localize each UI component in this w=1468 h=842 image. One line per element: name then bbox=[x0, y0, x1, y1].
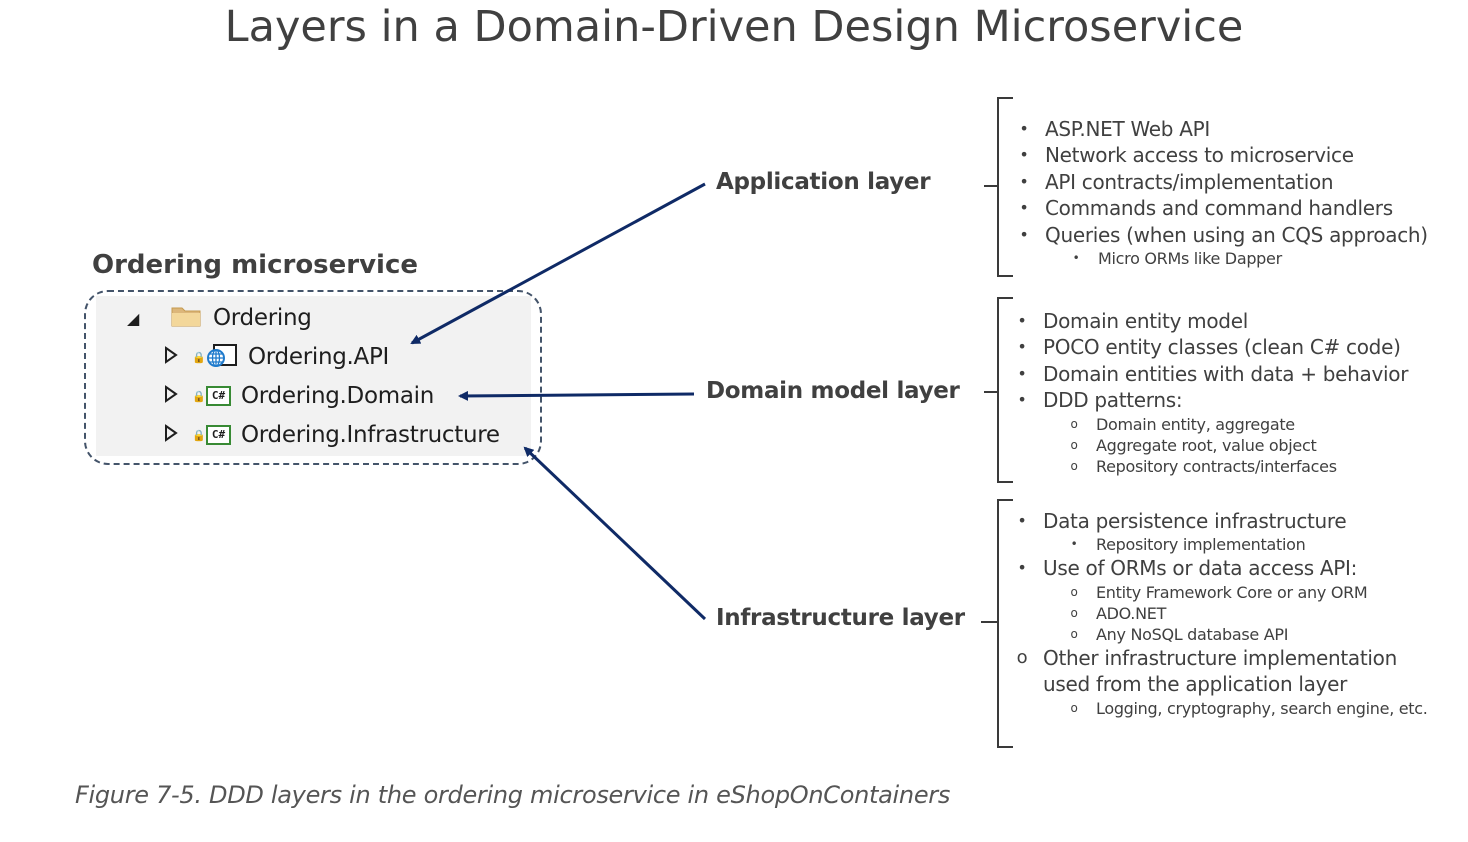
domain-layer-list: •Domain entity model •POCO entity classe… bbox=[1017, 308, 1409, 477]
list-item: •Use of ORMs or data access API: bbox=[1017, 556, 1358, 581]
domain-brace bbox=[984, 297, 1013, 483]
list-item: •API contracts/implementation bbox=[1019, 169, 1334, 194]
list-subitem: •Micro ORMs like Dapper bbox=[1072, 248, 1283, 268]
list-item: •Data persistence infrastructure bbox=[1017, 509, 1347, 533]
figure-caption: Figure 7-5. DDD layers in the ordering m… bbox=[75, 781, 951, 809]
list-item: •ASP.NET Web API bbox=[1019, 117, 1210, 141]
expand-triangle-icon[interactable] bbox=[164, 424, 182, 446]
list-item: •DDD patterns: bbox=[1017, 388, 1183, 413]
list-item: •Domain entity model bbox=[1017, 309, 1248, 333]
collapse-triangle-icon[interactable]: ◢ bbox=[127, 308, 140, 328]
csharp-project-icon: C# bbox=[206, 386, 231, 406]
csharp-project-icon: C# bbox=[206, 425, 231, 445]
infrastructure-layer-label: Infrastructure layer bbox=[716, 605, 965, 631]
tree-item-label: Ordering.Infrastructure bbox=[241, 422, 500, 448]
microservice-title: Ordering microservice bbox=[92, 250, 419, 280]
expand-triangle-icon[interactable] bbox=[164, 346, 182, 368]
list-item: •Commands and command handlers bbox=[1019, 196, 1393, 221]
tree-item-ordering-domain[interactable]: 🔒 C# Ordering.Domain bbox=[164, 378, 434, 414]
application-brace bbox=[984, 97, 1013, 277]
list-item: •Network access to microservice bbox=[1019, 143, 1354, 168]
tree-item-ordering-infrastructure[interactable]: 🔒 C# Ordering.Infrastructure bbox=[164, 417, 500, 453]
infrastructure-arrow bbox=[523, 446, 707, 621]
lock-icon: 🔒 bbox=[192, 428, 206, 442]
application-layer-list: •ASP.NET Web API •Network access to micr… bbox=[1019, 116, 1428, 269]
web-project-icon bbox=[206, 343, 238, 371]
tree-item-label: Ordering.Domain bbox=[241, 383, 434, 409]
tree-item-label: Ordering bbox=[213, 305, 312, 331]
application-layer-label: Application layer bbox=[716, 169, 931, 195]
list-item-continuation: used from the application layer bbox=[1043, 672, 1348, 697]
application-arrow bbox=[410, 182, 706, 345]
infrastructure-layer-list: •Data persistence infrastructure •Reposi… bbox=[1016, 508, 1428, 719]
infrastructure-brace bbox=[981, 499, 1013, 748]
list-subitem: •Repository implementation bbox=[1070, 535, 1306, 555]
expand-triangle-icon[interactable] bbox=[164, 385, 182, 407]
list-item: •Queries (when using an CQS approach) bbox=[1019, 222, 1428, 247]
tree-item-ordering-api[interactable]: 🔒 Ordering.API bbox=[164, 339, 389, 375]
list-item: •POCO entity classes (clean C# code) bbox=[1017, 335, 1401, 360]
tree-item-label: Ordering.API bbox=[248, 344, 390, 370]
domain-model-layer-label: Domain model layer bbox=[706, 378, 960, 404]
microservice-boundary bbox=[84, 290, 542, 465]
folder-icon bbox=[171, 305, 201, 331]
domain-arrow bbox=[458, 390, 695, 401]
list-item: •Domain entities with data + behavior bbox=[1017, 361, 1409, 386]
lock-icon: 🔒 bbox=[192, 389, 206, 403]
tree-item-ordering[interactable]: ◢ Ordering bbox=[127, 300, 312, 336]
lock-icon: 🔒 bbox=[192, 350, 206, 364]
diagram-title: Layers in a Domain-Driven Design Microse… bbox=[224, 2, 1244, 52]
solution-explorer-panel bbox=[96, 296, 531, 456]
